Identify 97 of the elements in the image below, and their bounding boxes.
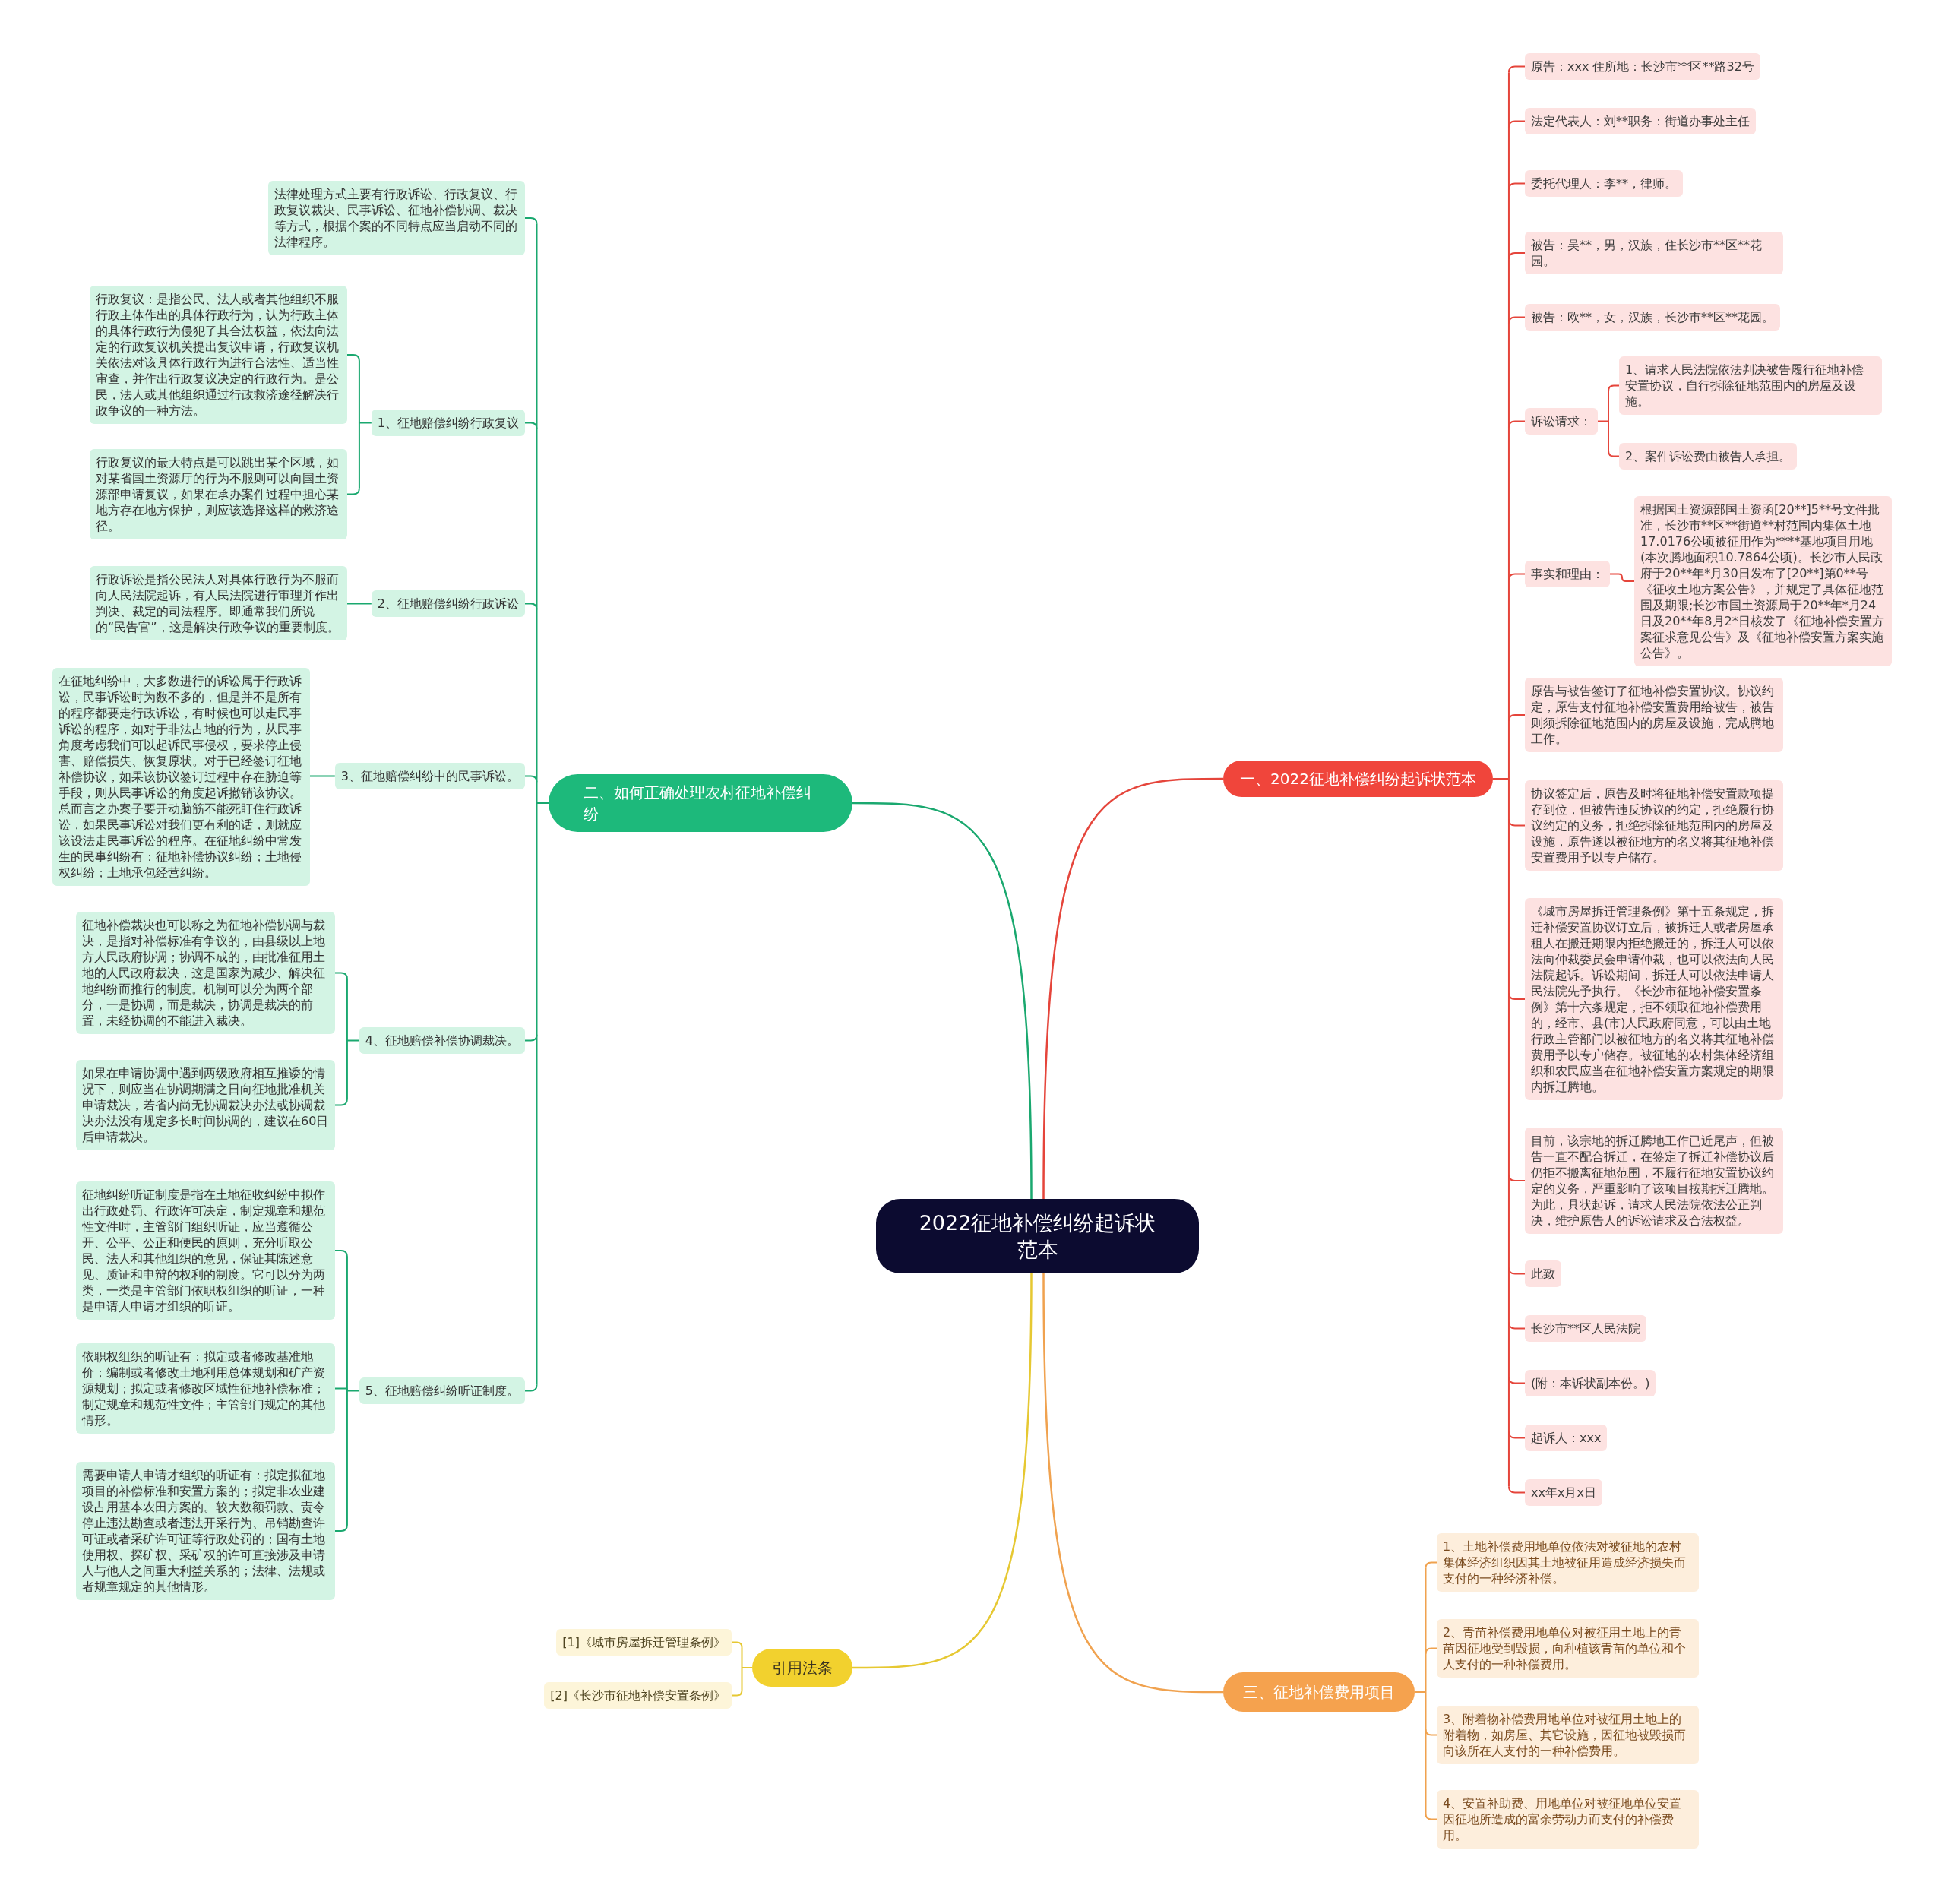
subtopic-card: 1、请求人民法院依法判决被告履行征地补偿安置协议，自行拆除征地范围内的房屋及设施。: [1619, 356, 1882, 415]
subtopic-card: (附：本诉状副本份。): [1525, 1370, 1656, 1396]
connector-line: [852, 802, 1033, 1199]
subtopic-card: 根据国土资源部国土资函[20**]5**号文件批准，长沙市**区**街道**村范围内集体土地17.0176公顷被征用作为****基地项目用地(本次腾地面积10.7864公顷)。长沙市人民政府于20**年*月30日发布了[20**]第0**号《征收土地方案公告》，并规定了具体征地范围及期限;长沙市国土资源局于20**年*月24日及20**年8月2*日核发了《征地补偿安置方案征求意见公告》及《征地补偿安置方案实施公告》。: [1634, 496, 1892, 666]
connector-line: [1609, 573, 1635, 582]
connector-line: [1597, 390, 1609, 452]
subtopic-card: 此致: [1525, 1260, 1561, 1287]
connector-line: [1507, 1431, 1526, 1439]
connector-line: [334, 1387, 348, 1390]
subtopic-card: [2]《长沙市征地补偿安置条例》: [544, 1682, 732, 1709]
subtopic-card: 协议签定后，原告及时将征地补偿安置款项提存到位，但被告违反协议的约定，拒绝履行协议约定的义务，拒绝拆除征地范围内的房屋及设施，原告遂以被征地方的名义将其征地补偿安置费用予以专户储存。: [1525, 780, 1783, 871]
subtopic-card: 4、征地赔偿补偿协调裁决。: [359, 1027, 525, 1054]
connector-line: [1507, 714, 1526, 722]
connector-line: [358, 359, 372, 489]
subtopic-card: 行政复议：是指公民、法人或者其他组织不服行政主体作出的具体行政行为，认为行政主体的具体行政行为侵犯了其合法权益，依法向法定的行政复议机关提出复议申请，行政复议机关依法对该具体行政行为进行合法性、适当性审查，并作出行政复议决定的行政行为。是公民，法人或其他组织通过行政救济途径解决行政争议的一种方法。: [90, 286, 347, 424]
connector-line: [1507, 65, 1526, 74]
subtopic-card: 征地补偿裁决也可以称之为征地补偿协调与裁决，是指对补偿标准有争议的，由县级以上地方人民政府协调；协调不成的，由批准征用土地的人民政府裁决，这是国家为减少、解决征地纠纷而推行的制度。机制可以分为两个部分，一是协调，而是裁决，协调是裁决的前置，未经协调的不能进入裁决。: [76, 912, 335, 1034]
connector-line: [1042, 777, 1223, 1199]
connector-line: [731, 1641, 743, 1649]
subtopic-card: 2、征地赔偿纠纷行政诉讼: [371, 590, 525, 617]
connector-line: [1507, 1267, 1526, 1275]
branch-topic: 二、如何正确处理农村征地补偿纠纷: [549, 774, 852, 832]
connector-line: [1507, 420, 1526, 429]
connector-line: [1507, 1485, 1526, 1494]
subtopic-card: 行政诉讼是指公民法人对具体行政行为不服而向人民法院起诉，有人民法院进行审理并作出判决、裁定的司法程序。即通常我们所说的“民告官”，这是解决行政争议的重要制度。: [90, 566, 347, 640]
subtopic-card: 征地纠纷听证制度是指在土地征收纠纷中拟作出行政处罚、行政许可决定，制定规章和规范性文件时，主管部门组织听证，应当遵循公开、公平、公正和便民的原则，充分听取公民、法人和其他组织的意见，保证其陈述意见、质证和申辩的权利的制度。它可以分为两类，一类是主管部门依职权组织的听证，一种是申请人申请才组织的听证。: [76, 1181, 335, 1320]
branch-topic: 三、征地补偿费用项目: [1223, 1672, 1415, 1712]
connector-line: [1042, 1273, 1223, 1694]
connector-line: [524, 1033, 538, 1042]
connector-line: [524, 1384, 538, 1392]
subtopic-card: 法律处理方式主要有行政诉讼、行政复议、行政复议裁决、民事诉讼、征地补偿协调、裁决等方式，根据个案的不同特点应当启动不同的法律程序。: [268, 181, 525, 255]
subtopic-card: [1]《城市房屋拆迁管理条例》: [556, 1629, 732, 1656]
connector-line: [1425, 1647, 1437, 1655]
subtopic-card: 行政复议的最大特点是可以跳出某个区域，如对某省国土资源厅的行为不服则可以向国土资源部申请复议，如果在承办案件过程中担心某地方存在地方保护，则应该选择这样的救济途径。: [90, 449, 347, 539]
subtopic-card: 1、土地补偿费用地单位依法对被征地的农村集体经济组织因其土地被征用造成经济损失而支付的一种经济补偿。: [1437, 1533, 1699, 1592]
subtopic-card: 4、安置补助费、用地单位对被征地单位安置因征地所造成的富余劳动力而支付的补偿费用。: [1437, 1790, 1699, 1849]
subtopic-card: 依职权组织的听证有：拟定或者修改基准地价；编制或者修改土地利用总体规划和矿产资源规划；拟定或者修改区域性征地补偿标准；制定规章和规范性文件；主管部门规定的其他情形。: [76, 1343, 335, 1434]
subtopic-card: xx年x月x日: [1525, 1479, 1602, 1506]
connector-line: [346, 487, 360, 495]
subtopic-card: 2、青苗补偿费用地单位对被征用土地上的青苗因征地受到毁损，向种植该青苗的单位和个人支付的一种补偿费用。: [1437, 1619, 1699, 1678]
connector-line: [334, 1098, 348, 1106]
subtopic-card: 需要申请人申请才组织的听证有：拟定拟征地项目的补偿标准和安置方案的；拟定非农业建设占用基本农田方案的。较大数额罚款、责令停止违法勘查或者违法开采行为、吊销勘查许可证或者采矿许可证等行政处罚的；国有土地使用权、探矿权、采矿权的许可直接涉及申请人与他人之间重大利益关系的；法律、法规或者规章规定的其他情形。: [76, 1462, 335, 1600]
connector-line: [1507, 992, 1526, 1000]
connector-line: [1507, 1376, 1526, 1384]
connector-line: [1425, 1728, 1437, 1736]
connector-line: [1507, 316, 1526, 324]
subtopic-card: 3、征地赔偿纠纷中的民事诉讼。: [334, 763, 525, 789]
subtopic-card: 法定代表人：刘**职务：街道办事处主任: [1525, 108, 1756, 134]
subtopic-card: 如果在申请协调中遇到两级政府相互推诿的情况下，则应当在协调期满之日向征地批准机关申请裁决，若省内尚无协调裁决办法或协调裁决办法没有规定多长时间协调的，建议在60日后申请裁决。: [76, 1060, 335, 1150]
connector-line: [524, 603, 538, 611]
connector-line: [731, 1689, 743, 1697]
connector-line: [309, 775, 336, 777]
connector-line: [346, 603, 372, 605]
connector-line: [1608, 450, 1620, 457]
connector-line: [852, 1273, 1033, 1669]
connector-line: [334, 1524, 348, 1532]
branch-topic: 一、2022征地补偿纠纷起诉状范本: [1223, 761, 1493, 797]
subtopic-card: 1、征地赔偿纠纷行政复议: [371, 410, 525, 436]
subtopic-card: 诉讼请求：: [1525, 408, 1598, 435]
connector-line: [1425, 1813, 1437, 1820]
connector-line: [1507, 1174, 1526, 1181]
connector-line: [524, 217, 538, 225]
connector-line: [346, 354, 360, 362]
central-topic: 2022征地补偿纠纷起诉状范本: [876, 1199, 1199, 1273]
subtopic-card: 3、附着物补偿费用地单位对被征用土地上的附着物，如房屋、其它设施，因征地被毁损而向该所在人支付的一种补偿费用。: [1437, 1706, 1699, 1764]
subtopic-card: 被告：欧**，女，汉族，长沙市**区**花园。: [1525, 304, 1780, 331]
connector-line: [334, 1250, 348, 1257]
subtopic-card: 5、征地赔偿纠纷听证制度。: [359, 1377, 525, 1404]
subtopic-card: 起诉人：xxx: [1525, 1425, 1608, 1451]
connector-line: [1507, 120, 1526, 128]
subtopic-card: 2、案件诉讼费由被告人承担。: [1619, 443, 1798, 470]
connector-line: [1414, 1567, 1427, 1815]
connector-line: [536, 223, 549, 1386]
subtopic-card: 被告：吴**，男，汉族，住长沙市**区**花园。: [1525, 232, 1783, 274]
connector-line: [1507, 573, 1526, 581]
subtopic-card: 目前，该宗地的拆迁腾地工作已近尾声，但被告一直不配合拆迁，在签定了拆迁补偿协议后仍拒不搬离征地范围，不履行征地安置协议约定的义务，严重影响了该项目按期拆迁腾地。为此，具状起诉，请求人民法院依法公正判决，维护原告人的诉讼请求及合法权益。: [1525, 1128, 1783, 1234]
connector-line: [741, 1646, 753, 1691]
connector-line: [1507, 818, 1526, 827]
branch-topic: 引用法条: [752, 1649, 852, 1687]
subtopic-card: 长沙市**区人民法院: [1525, 1315, 1646, 1342]
connector-line: [1425, 1561, 1437, 1569]
connector-line: [524, 775, 538, 783]
connector-line: [1507, 1321, 1526, 1330]
subtopic-card: 在征地纠纷中，大多数进行的诉讼属于行政诉讼，民事诉讼时为数不多的，但是并不是所有的程序都要走行政诉讼，有时候也可以走民事诉讼的程序，如对于非法占地的行为，从民事角度考虑我们可以起诉民事侵权，要求停止侵害、赔偿损失、恢复原状。对于已经签订征地补偿协议，如果该协议签订过程中存在胁迫等手段，则从民事诉讼的角度起诉撤销该协议。总而言之办案子要开动脑筋不能死盯住行政诉讼，如果民事诉讼对我们更有利的话，则就应该设法走民事诉讼的程序。在征地纠纷中常发生的民事纠纷有：征地补偿协议纠纷；土地侵权纠纷；土地承包经营纠纷。: [52, 668, 310, 886]
connector-line: [1507, 252, 1526, 260]
subtopic-card: 原告与被告签订了征地补偿安置协议。协议约定，原告支付征地补偿安置费用给被告，被告则须拆除征地范围内的房屋及设施，完成腾地工作。: [1525, 678, 1783, 752]
connector-line: [346, 1255, 360, 1526]
subtopic-card: 《城市房屋拆迁管理条例》第十五条规定，拆迁补偿安置协议订立后，被拆迁人或者房屋承租人在搬迁期限内拒绝搬迁的，拆迁人可以依法向仲裁委员会申请仲裁，也可以依法向人民法院起诉。诉讼期间，拆迁人可以依法申请人民法院先予执行。《长沙市征地补偿安置条例》第十六条规定，拒不领取征地补偿费用的，经市、县(市)人民政府同意，可以由土地行政主管部门以被征地方的名义将其征地补偿费用予以专户储存。被征地的农村集体经济组织和农民应当在征地补偿安置方案规定的期限内拆迁腾地。: [1525, 898, 1783, 1100]
connector-line: [524, 422, 538, 430]
connector-line: [1491, 71, 1510, 1488]
connector-line: [1507, 182, 1526, 191]
subtopic-card: 原告：xxx 住所地：长沙市**区**路32号: [1525, 53, 1760, 80]
subtopic-card: 事实和理由：: [1525, 561, 1610, 587]
connector-line: [346, 978, 360, 1100]
subtopic-card: 委托代理人：李**，律师。: [1525, 170, 1683, 197]
connector-line: [334, 972, 348, 980]
connector-line: [1608, 384, 1620, 392]
